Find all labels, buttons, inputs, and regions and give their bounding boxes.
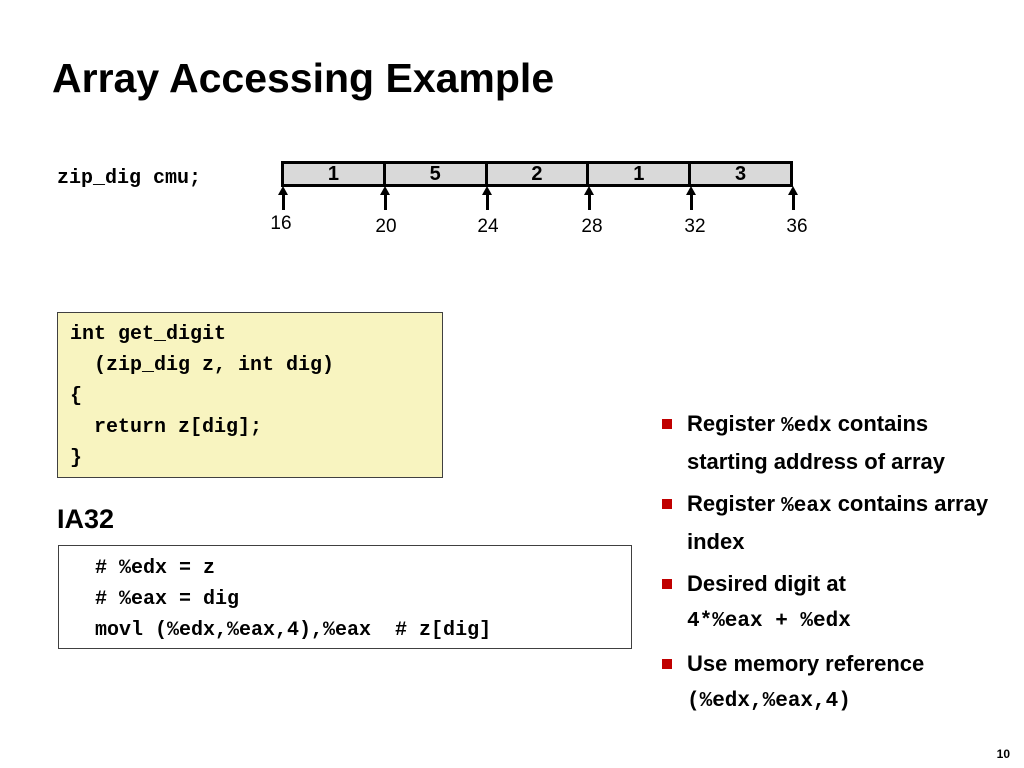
code-line: } bbox=[70, 447, 83, 470]
array-cell: 5 bbox=[386, 164, 488, 184]
bullet-text: Register bbox=[687, 491, 782, 516]
code-line: (zip_dig z, int dig) bbox=[70, 354, 335, 377]
code-line: { bbox=[70, 385, 83, 408]
code-line: int get_digit bbox=[70, 323, 227, 346]
address-pointer-arrow bbox=[273, 186, 293, 212]
address-pointer-arrow bbox=[477, 186, 497, 212]
bullet-code: (%edx,%eax,4) bbox=[687, 690, 851, 713]
bullet-text: contains starting address of array bbox=[687, 411, 945, 474]
address-label: 24 bbox=[477, 216, 499, 237]
bullet-code: 4*%eax + %edx bbox=[687, 610, 851, 633]
page-number: 10 bbox=[996, 747, 1010, 761]
address-label: 16 bbox=[270, 213, 292, 234]
bullet-text: Desired digit at bbox=[687, 571, 846, 596]
bullet-text: Register bbox=[687, 411, 782, 436]
bullet-item: Register %eax contains array index bbox=[660, 486, 1010, 559]
address-pointer-arrow bbox=[681, 186, 701, 212]
code-line: movl (%edx,%eax,4),%eax # z[dig] bbox=[71, 619, 492, 642]
code-line: # %eax = dig bbox=[71, 588, 240, 611]
array-diagram: 1 5 2 1 3 bbox=[281, 161, 793, 187]
array-cell: 1 bbox=[589, 164, 692, 184]
bullet-code: %eax bbox=[781, 495, 832, 518]
ia32-heading: IA32 bbox=[57, 504, 115, 534]
array-cell: 2 bbox=[488, 164, 590, 184]
address-pointer-arrow bbox=[579, 186, 599, 212]
slide-title: Array Accessing Example bbox=[52, 55, 555, 101]
bullet-square-icon bbox=[662, 499, 672, 509]
address-label: 28 bbox=[581, 216, 603, 237]
code-line: # %edx = z bbox=[71, 557, 216, 580]
address-label: 36 bbox=[786, 216, 808, 237]
bullet-code: %edx bbox=[781, 415, 832, 438]
address-label: 20 bbox=[375, 216, 397, 237]
array-declaration: zip_dig cmu; bbox=[57, 167, 202, 190]
bullet-square-icon bbox=[662, 659, 672, 669]
bullet-item: Use memory reference (%edx,%eax,4) bbox=[660, 646, 1010, 719]
bullet-square-icon bbox=[662, 419, 672, 429]
bullet-item: Register %edx contains starting address … bbox=[660, 406, 1010, 479]
address-pointer-arrow bbox=[783, 186, 803, 212]
address-label: 32 bbox=[684, 216, 706, 237]
bullet-text: Use memory reference bbox=[687, 651, 925, 676]
bullet-text: contains array index bbox=[687, 491, 989, 554]
bullet-item: Desired digit at 4*%eax + %edx bbox=[660, 566, 1010, 639]
c-code-box: int get_digit (zip_dig z, int dig) { retu… bbox=[57, 312, 443, 478]
array-cell: 1 bbox=[284, 164, 386, 184]
address-pointer-arrow bbox=[375, 186, 395, 212]
bullet-square-icon bbox=[662, 579, 672, 589]
code-line: return z[dig]; bbox=[70, 416, 263, 439]
bullet-list: Register %edx contains starting address … bbox=[660, 406, 1010, 726]
array-cell: 3 bbox=[691, 164, 793, 184]
assembly-code-box: # %edx = z # %eax = dig movl (%edx,%eax,… bbox=[58, 545, 632, 649]
